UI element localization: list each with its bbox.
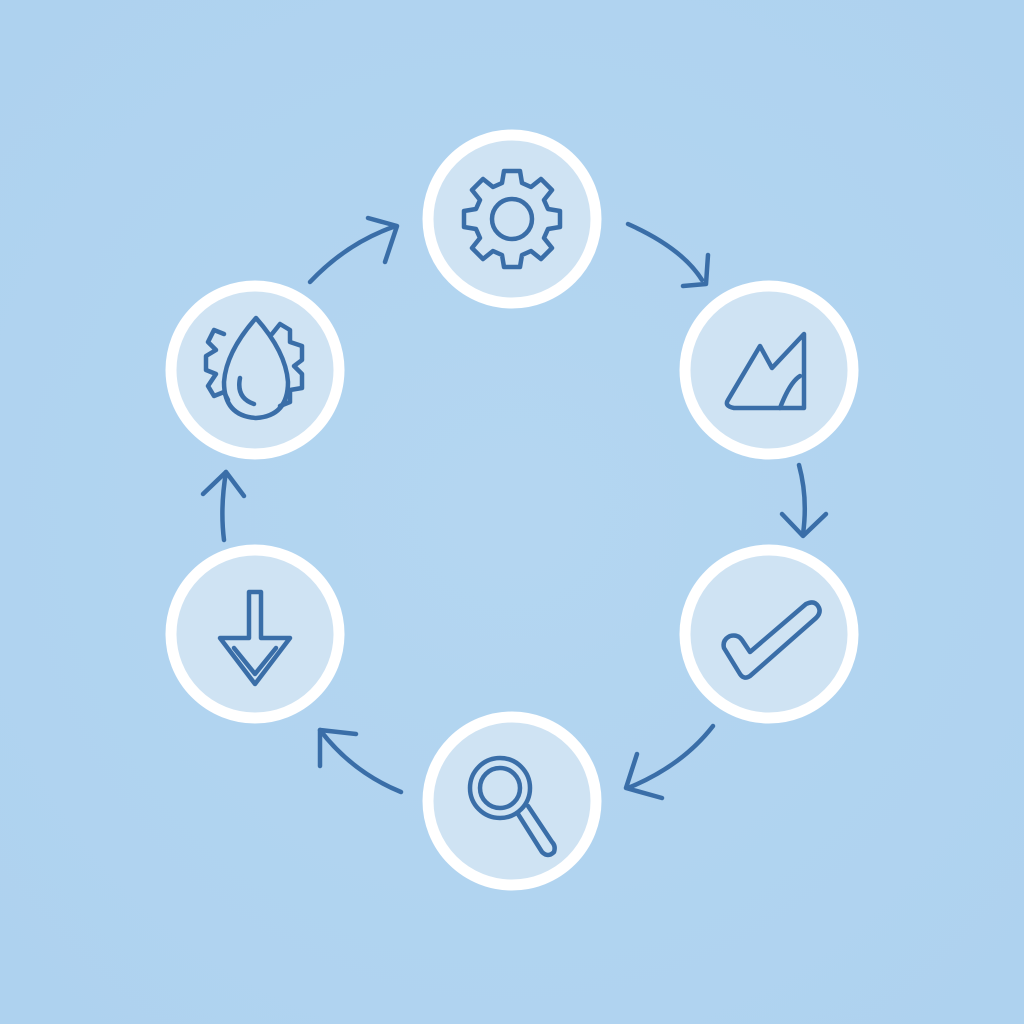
magnifier-icon bbox=[467, 755, 557, 858]
arrow-approve-to-inspect bbox=[623, 723, 716, 801]
gear-icon bbox=[461, 168, 563, 270]
checkmark-icon bbox=[721, 600, 822, 680]
arrow-settings-to-shape bbox=[625, 221, 711, 289]
node-approve bbox=[679, 544, 859, 724]
arrow-inspect-to-download bbox=[317, 727, 404, 795]
arrow-process-to-settings bbox=[307, 215, 400, 285]
abstract-shape-icon bbox=[724, 331, 807, 411]
arrow-shape-to-approve bbox=[779, 462, 829, 539]
node-settings bbox=[422, 129, 602, 309]
arrow-download-to-process bbox=[200, 469, 247, 543]
node-shape bbox=[679, 280, 859, 460]
arrows bbox=[200, 215, 829, 801]
droplet-gear-icon bbox=[203, 315, 305, 421]
node-download bbox=[165, 544, 345, 724]
arrow-down-icon bbox=[217, 589, 293, 687]
node-process bbox=[165, 280, 345, 460]
node-inspect bbox=[422, 711, 602, 891]
